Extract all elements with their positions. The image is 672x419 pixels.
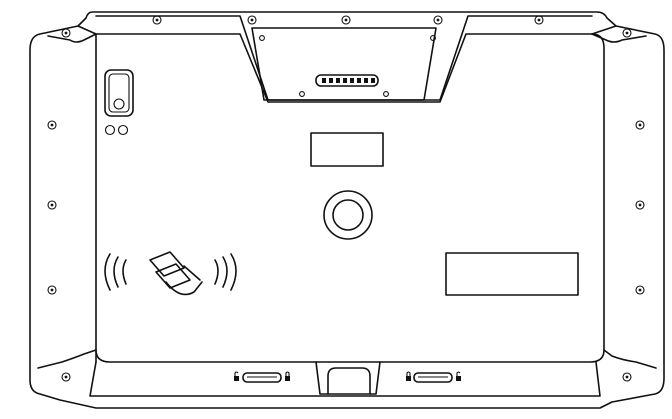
screw-center	[64, 31, 68, 35]
frame-screws	[47, 15, 645, 382]
screw-center	[64, 375, 68, 379]
screw	[622, 28, 632, 38]
screw	[534, 15, 544, 25]
screw-center	[625, 375, 629, 379]
screw-center	[638, 123, 642, 127]
screw-center	[436, 18, 440, 22]
camera-led-left	[104, 124, 116, 136]
lock-icon	[406, 371, 461, 381]
rear-panel	[95, 33, 605, 363]
nfc-contactless-card-icon	[104, 251, 237, 296]
screw	[635, 285, 645, 295]
pogo-connector	[322, 78, 375, 83]
screw	[47, 120, 57, 130]
screw	[635, 200, 645, 210]
screw-center	[50, 203, 54, 207]
screw	[247, 15, 257, 25]
camera-led-right	[117, 124, 129, 136]
label-plate-top	[310, 132, 384, 167]
screw	[47, 200, 57, 210]
expansion-latch-left[interactable]	[234, 371, 290, 383]
top-connector-housing	[251, 27, 437, 101]
lock-icon	[234, 371, 290, 381]
camera-lens-icon	[113, 98, 125, 110]
screw	[341, 15, 351, 25]
screw	[152, 15, 162, 25]
bottom-edge	[89, 361, 601, 397]
label-plate-bottom	[445, 252, 579, 296]
screw-center	[250, 18, 254, 22]
screw-center	[537, 18, 541, 22]
screw-center	[638, 203, 642, 207]
screw-center	[638, 288, 642, 292]
screw	[47, 285, 57, 295]
screw-center	[50, 288, 54, 292]
expansion-latch-right[interactable]	[406, 371, 461, 383]
screw	[635, 120, 645, 130]
screw-center	[344, 18, 348, 22]
camera-module	[104, 69, 134, 136]
screw	[622, 372, 632, 382]
screw-center	[50, 123, 54, 127]
screw	[61, 28, 71, 38]
screw-center	[625, 31, 629, 35]
screw	[61, 372, 71, 382]
fingerprint-sensor-icon	[323, 190, 373, 240]
screw	[433, 15, 443, 25]
corner-bumpers	[37, 25, 657, 369]
screw-center	[155, 18, 159, 22]
